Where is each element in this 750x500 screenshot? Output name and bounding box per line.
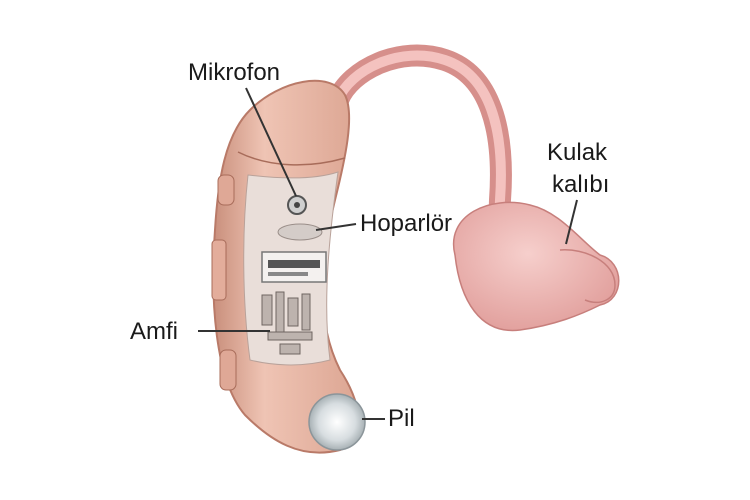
- ear-mold: [452, 201, 620, 332]
- label-ear-mold-line2: kalıbı: [552, 171, 610, 198]
- speaker-component: [277, 223, 323, 241]
- label-amplifier: Amfi: [130, 318, 178, 345]
- battery-component: [308, 393, 366, 451]
- leader-lines: [198, 87, 578, 420]
- microphone-port: [294, 202, 300, 208]
- volume-button: [217, 174, 235, 206]
- leader-mikrofon: [245, 87, 297, 197]
- label-ear-mold-line1: Kulak: [547, 139, 608, 166]
- switch-button: [211, 239, 227, 301]
- label-microphone: Mikrofon: [188, 59, 281, 86]
- label-speaker: Hoparlör: [360, 210, 453, 237]
- lower-button: [219, 349, 237, 391]
- leader-kulak-kalibi: [565, 199, 578, 245]
- label-battery: Pil: [388, 405, 415, 432]
- ear-mold-canal: [559, 249, 616, 304]
- chip-detail-2: [268, 272, 308, 276]
- body-seam: [237, 151, 346, 166]
- amplifier-component: [261, 291, 313, 355]
- chip-detail: [268, 260, 320, 268]
- leader-hoparlor: [315, 223, 357, 231]
